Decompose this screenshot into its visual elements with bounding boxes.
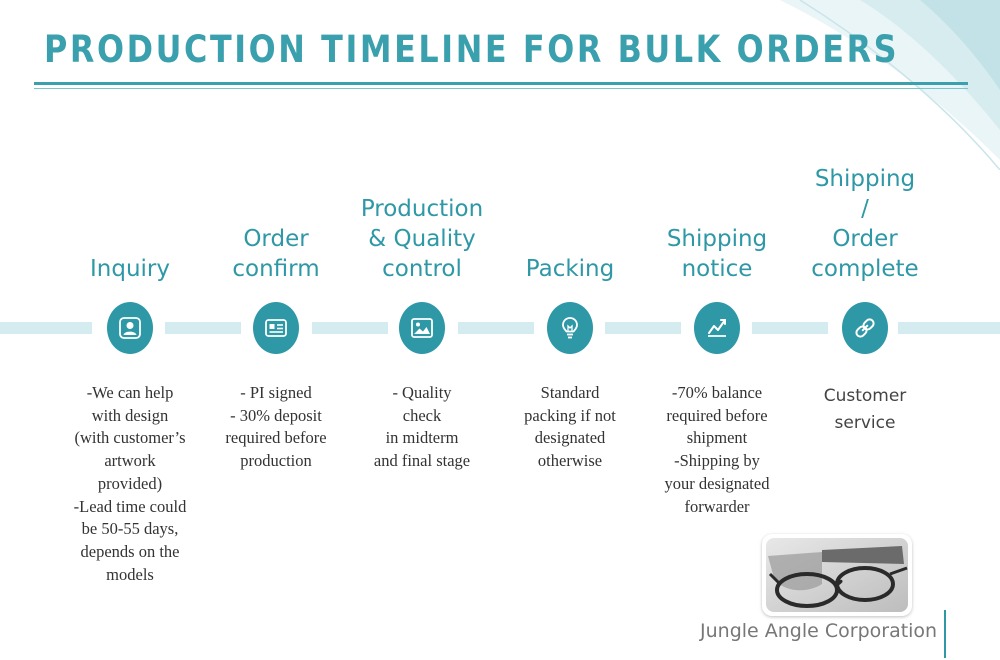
timeline-track	[0, 322, 1000, 334]
timeline-segment	[458, 322, 534, 334]
stage-marker	[107, 302, 153, 354]
brand-divider	[944, 610, 946, 658]
stage-title: Order confirm	[232, 226, 320, 282]
id-card-icon	[265, 319, 287, 337]
stage-title: Shipping / Order complete	[811, 166, 919, 282]
stage-marker	[694, 302, 740, 354]
stage-title: Packing	[525, 256, 615, 282]
stage-description: -70% balance required before shipment -S…	[664, 383, 770, 516]
lightbulb-icon	[562, 317, 578, 339]
page-title: PRODUCTION TIMELINE FOR BULK ORDERS	[44, 28, 900, 71]
title-underline-thin	[34, 88, 968, 89]
link-icon	[855, 318, 875, 338]
user-icon	[119, 317, 141, 339]
company-name: Jungle Angle Corporation	[700, 620, 938, 642]
title-underline	[34, 82, 968, 85]
timeline-segment	[752, 322, 828, 334]
stage-title: Shipping notice	[666, 226, 768, 282]
stage-description: Customer service	[823, 386, 907, 433]
stage-title: Inquiry	[90, 256, 170, 282]
stage-title: Production & Quality control	[360, 196, 484, 282]
timeline-segment	[312, 322, 388, 334]
timeline-segment	[898, 322, 1000, 334]
stage-description: - Quality check in midterm and final sta…	[373, 383, 471, 471]
image-icon	[411, 318, 433, 338]
chart-icon	[708, 319, 726, 337]
timeline-segment	[605, 322, 681, 334]
stage-marker	[547, 302, 593, 354]
stage-description: - PI signed - 30% deposit required befor…	[225, 383, 327, 471]
stage-marker	[842, 302, 888, 354]
timeline-segment	[0, 322, 92, 334]
eyeglasses-photo	[762, 534, 912, 616]
stage-marker	[399, 302, 445, 354]
stage-description: -We can help with design (with customer’…	[73, 383, 187, 584]
corner-decoration	[780, 0, 1000, 170]
stage-marker	[253, 302, 299, 354]
timeline-segment	[165, 322, 241, 334]
stage-description: Standard packing if not designated other…	[524, 383, 616, 471]
